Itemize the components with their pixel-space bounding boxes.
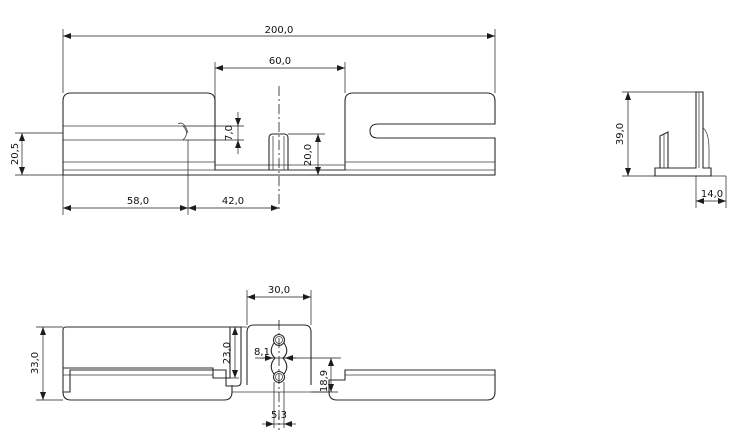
- dim-bottom-slot-depth: 18,9: [319, 370, 330, 392]
- dim-front-slot-height: 7,0: [224, 125, 235, 141]
- dim-front-tab-height: 20,0: [303, 144, 314, 166]
- front-plate-outline: [62, 92, 496, 176]
- top-view: 30,0 33,0 23,0 8,1 18,9 5,3: [30, 285, 496, 430]
- dim-side-depth: 14,0: [701, 189, 723, 200]
- front-center-pin: [268, 133, 289, 170]
- dim-side-height: 39,0: [615, 123, 626, 145]
- dim-front-left-offset: 58,0: [127, 196, 149, 207]
- dim-front-center-offset: 42,0: [222, 196, 244, 207]
- dim-front-overall-length: 200,0: [265, 25, 294, 36]
- top-left-body: [63, 327, 231, 379]
- side-fold: [702, 127, 710, 168]
- dim-front-center-tab-width: 60,0: [269, 56, 291, 67]
- front-slot-mark: [177, 122, 189, 134]
- top-right-body: [328, 369, 496, 401]
- dim-bottom-overall-depth: 33,0: [30, 352, 41, 374]
- dim-bottom-tab-width: 30,0: [268, 285, 290, 296]
- dim-front-left-height: 20,5: [10, 143, 21, 165]
- side-view: 39,0 14,0: [615, 91, 727, 208]
- top-left-outline-bottom: [62, 385, 233, 401]
- dim-bottom-pin-width: 5,3: [271, 410, 287, 421]
- top-plate-outline: [62, 326, 242, 393]
- dim-bottom-slot-width: 8,1: [254, 347, 270, 358]
- front-view: 200,0 60,0 7,0 20,5 20,0 58,0 42,0: [10, 25, 496, 215]
- front-left-slot-end: [182, 125, 187, 141]
- dim-bottom-tab-depth: 23,0: [222, 342, 233, 364]
